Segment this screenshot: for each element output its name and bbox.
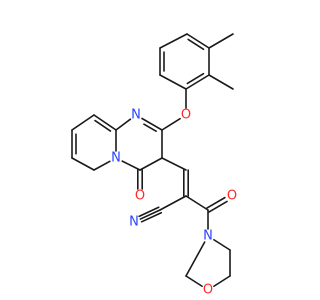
bond-a30-n26 bbox=[185, 241, 206, 277]
bond-n26-a27 bbox=[213, 238, 231, 251]
bond-a4-a5-inner bbox=[186, 72, 205, 85]
atom-label-n: N bbox=[131, 108, 141, 123]
bond-o29-a30 bbox=[185, 275, 203, 288]
bond-a5-a6 bbox=[159, 74, 187, 90]
bond-a16-a17 bbox=[71, 114, 95, 131]
bond-a21-a22 bbox=[159, 195, 187, 211]
atom-label-o: O bbox=[181, 108, 191, 123]
bond-a3-me1 bbox=[208, 33, 234, 49]
bond-n11-a12 bbox=[115, 118, 132, 131]
bond-a15-a20 bbox=[161, 157, 187, 171]
bond-a10-n11 bbox=[141, 117, 163, 131]
bond-a31-n13 bbox=[93, 160, 111, 171]
bond-a22-n23 bbox=[139, 209, 161, 220]
atom-label-n: N bbox=[129, 215, 139, 230]
bonds-layer bbox=[71, 33, 234, 288]
bond-a10-n11-inner bbox=[143, 123, 157, 133]
bond-a18-a31 bbox=[71, 157, 95, 171]
bond-a2-a3-inner bbox=[187, 38, 205, 51]
bond-a28-o29 bbox=[213, 275, 231, 288]
bond-a4-a5 bbox=[185, 74, 210, 90]
bond-n13-a14 bbox=[121, 160, 141, 171]
bond-a2-a3 bbox=[186, 33, 210, 49]
bond-a12-a16 bbox=[93, 114, 117, 131]
bond-a21-a24 bbox=[185, 195, 209, 211]
atom-label-o: O bbox=[227, 189, 237, 204]
bond-a22-n23-second bbox=[138, 206, 160, 218]
bond-o9-a10 bbox=[161, 117, 181, 131]
bond-a1-a2 bbox=[159, 33, 188, 49]
atom-label-n: N bbox=[111, 151, 121, 166]
atom-label-o: O bbox=[135, 189, 145, 204]
atom-label-o: O bbox=[203, 283, 213, 298]
bond-a4-me2 bbox=[208, 74, 234, 90]
atom-label-n: N bbox=[203, 229, 213, 244]
bond-a24-o25 bbox=[208, 200, 228, 213]
bond-a12-a16-inner bbox=[94, 119, 112, 132]
bond-a22-n23-third bbox=[140, 211, 163, 223]
bond-a24-o25-second bbox=[206, 196, 226, 209]
bond-a14-a15 bbox=[139, 157, 163, 171]
